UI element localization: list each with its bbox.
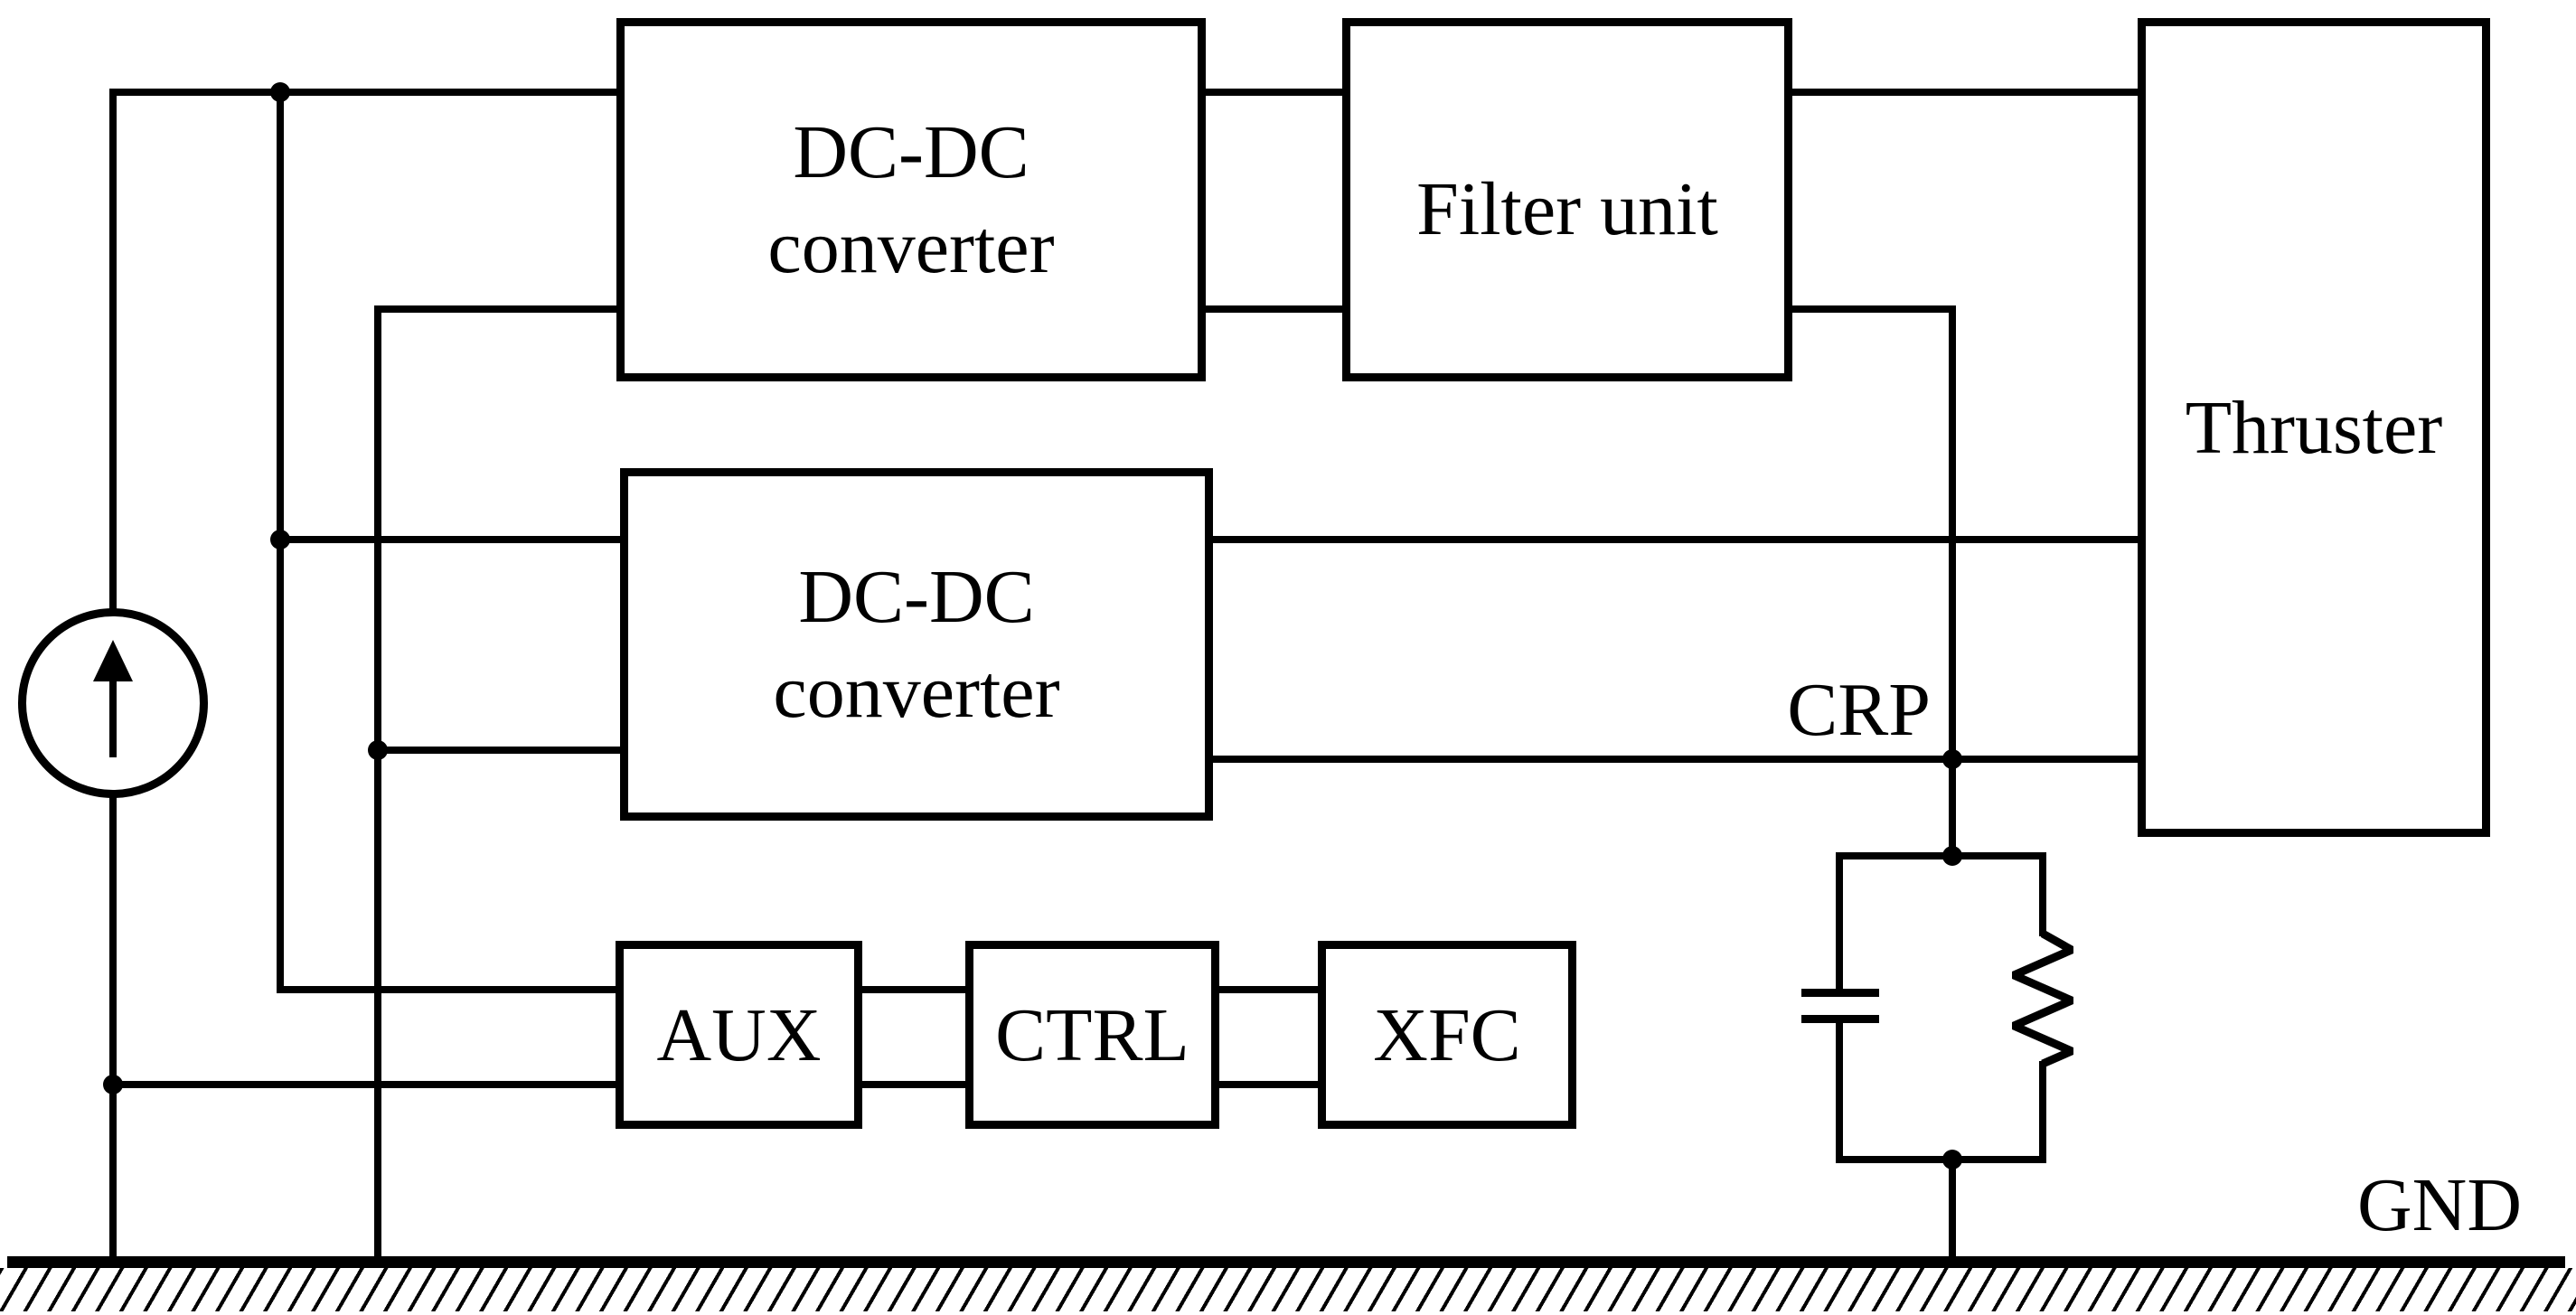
block-ctrl: CTRL [965, 941, 1219, 1129]
block-dcdc-converter-1: DC-DC converter [616, 18, 1206, 381]
ground-hatch-icon [0, 1268, 2576, 1311]
block-dcdc-converter-1-label-line1: DC-DC [793, 110, 1029, 194]
wire-aux-ctrl-upper [859, 986, 969, 993]
junction-dot-dcdc2-lower [368, 740, 388, 760]
block-dcdc-converter-2: DC-DC converter [620, 468, 1213, 821]
wire-source-upper [109, 89, 117, 611]
wire-dcdc1-lower-input [374, 305, 624, 313]
wire-source-to-ground [109, 792, 117, 1262]
block-aux-label: AUX [656, 992, 822, 1077]
wire-resistor-upper-lead [2039, 852, 2046, 936]
wire-dcdc2-upper-input [277, 536, 627, 543]
block-filter-unit-label: Filter unit [1416, 167, 1718, 251]
wire-filter-return [1791, 305, 1956, 313]
block-thruster: Thruster [2138, 18, 2490, 837]
junction-dot-top-bus [270, 82, 290, 102]
wire-capacitor-lower-lead [1836, 1019, 1843, 1163]
wire-crp-to-thruster [1209, 756, 2145, 763]
block-dcdc-converter-1-label-line2: converter [767, 205, 1055, 289]
wire-dcdc2-to-thruster-upper [1209, 536, 2145, 543]
current-source-arrow-shaft [109, 680, 117, 757]
wire-filter-return-down [1949, 305, 1956, 859]
gnd-label: GND [2357, 1163, 2522, 1247]
wire-ctrl-xfc-upper [1216, 986, 1325, 993]
junction-dot-crp [1942, 749, 1962, 769]
block-filter-unit: Filter unit [1342, 18, 1792, 381]
junction-dot-dcdc2-upper [270, 530, 290, 549]
wire-ctrl-xfc-lower [1216, 1081, 1325, 1088]
junction-dot-rc-bottom [1942, 1150, 1962, 1169]
wire-rc-top-bar [1836, 852, 2046, 859]
wire-filter-to-thruster [1791, 89, 2145, 96]
wire-return-branch-to-ground [374, 305, 381, 1262]
block-dcdc-converter-2-label-line2: converter [773, 650, 1060, 734]
wire-dcdc1-to-filter-lower [1202, 305, 1346, 313]
junction-dot-rc-top [1942, 846, 1962, 866]
block-xfc-label: XFC [1373, 992, 1521, 1077]
capacitor-icon [1801, 989, 1879, 997]
wire-aux-ctrl-lower [859, 1081, 969, 1088]
ground-line [7, 1256, 2565, 1268]
block-xfc: XFC [1318, 941, 1576, 1129]
resistor-icon [2012, 931, 2073, 1066]
wire-rc-bottom-bar [1836, 1156, 2046, 1163]
current-source-arrow-head [93, 640, 133, 681]
wire-dcdc2-lower-input [374, 747, 627, 754]
wire-resistor-lower-lead [2039, 1061, 2046, 1163]
wire-aux-lower-input [109, 1081, 623, 1088]
wire-aux-upper-input [277, 986, 623, 993]
wire-top-bus [109, 89, 624, 96]
block-aux: AUX [616, 941, 862, 1129]
wire-dcdc1-to-filter-upper [1202, 89, 1346, 96]
block-dcdc-converter-2-label-line1: DC-DC [798, 555, 1035, 639]
junction-dot-aux-lower [103, 1075, 123, 1094]
block-thruster-label: Thruster [2185, 385, 2443, 470]
wire-rc-to-ground [1949, 1156, 1956, 1262]
block-ctrl-label: CTRL [995, 992, 1189, 1077]
crp-label: CRP [1787, 668, 1931, 752]
wire-capacitor-upper-lead [1836, 852, 1843, 992]
capacitor-plate-lower [1801, 1015, 1879, 1023]
